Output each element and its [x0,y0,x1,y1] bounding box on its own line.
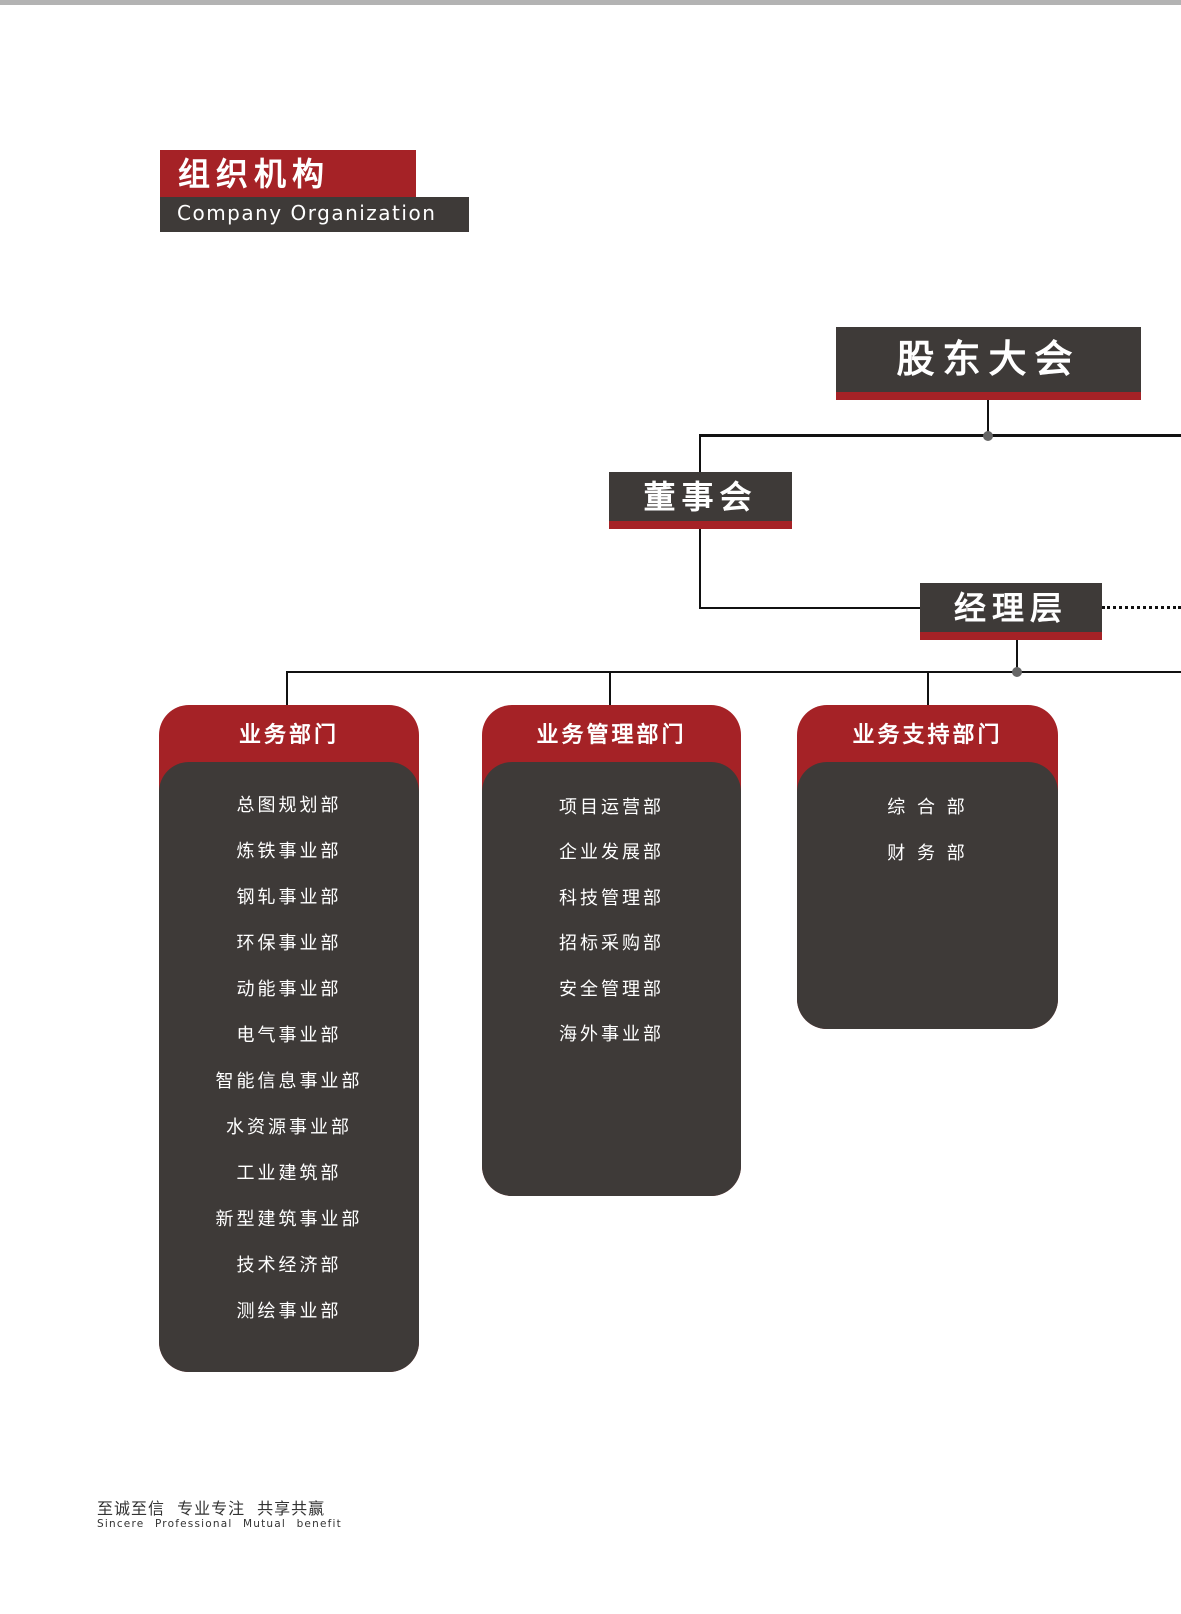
junction-dot [1012,667,1022,677]
connector [987,400,989,436]
dept-item: 综 合 部 [887,797,968,818]
dept-item: 技术经济部 [236,1255,342,1276]
dept-item: 测绘事业部 [236,1301,342,1322]
connector [1016,640,1018,673]
dept-item: 炼铁事业部 [236,841,342,862]
connector [699,607,921,609]
connector [609,671,611,706]
connector [927,671,929,706]
dept-title: 业务管理部门 [536,723,687,748]
dept-item: 企业发展部 [559,842,664,864]
dept-item: 海外事业部 [559,1023,664,1045]
connector [699,528,701,609]
dept-item: 项目运营部 [559,797,664,818]
connector [700,434,1181,437]
dept-item: 招标采购部 [559,933,664,955]
node-shareholders: 股东大会 [836,327,1141,400]
footer-slogan-cn: 至诚至信 专业专注 共享共赢 [97,1499,326,1518]
dept-item: 财 务 部 [887,843,968,864]
node-management: 经理层 [920,583,1102,640]
dept-item: 环保事业部 [236,933,342,954]
dept-business-management: 业务管理部门 项目运营部 企业发展部 科技管理部 招标采购部 安全管理部 海外事… [482,705,741,1196]
dept-business-support: 业务支持部门 综 合 部 财 务 部 [797,705,1058,1029]
dept-item: 安全管理部 [559,978,664,1000]
junction-dot [983,431,993,441]
page-title-cn: 组织机构 [160,150,416,198]
dept-item: 总图规划部 [236,795,342,816]
dept-item: 电气事业部 [236,1025,342,1046]
connector [699,434,701,474]
dept-item: 钢轧事业部 [236,887,342,908]
dept-item: 动能事业部 [236,979,342,1000]
dotted-connector [1102,606,1181,609]
dept-item: 新型建筑事业部 [215,1209,363,1230]
node-board: 董事会 [609,472,792,529]
dept-item: 智能信息事业部 [215,1071,363,1092]
top-border [0,0,1181,5]
page-title-en: Company Organization [160,197,469,232]
connector [286,671,288,706]
dept-title: 业务支持部门 [852,723,1003,748]
dept-business: 业务部门 总图规划部 炼铁事业部 钢轧事业部 环保事业部 动能事业部 电气事业部… [159,705,419,1372]
dept-item: 工业建筑部 [236,1163,342,1184]
dept-item: 科技管理部 [559,887,664,909]
footer-slogan-en: Sincere Professional Mutual benefit [97,1518,342,1530]
dept-title: 业务部门 [238,723,339,748]
connector [287,671,1181,673]
dept-item: 水资源事业部 [226,1117,352,1138]
